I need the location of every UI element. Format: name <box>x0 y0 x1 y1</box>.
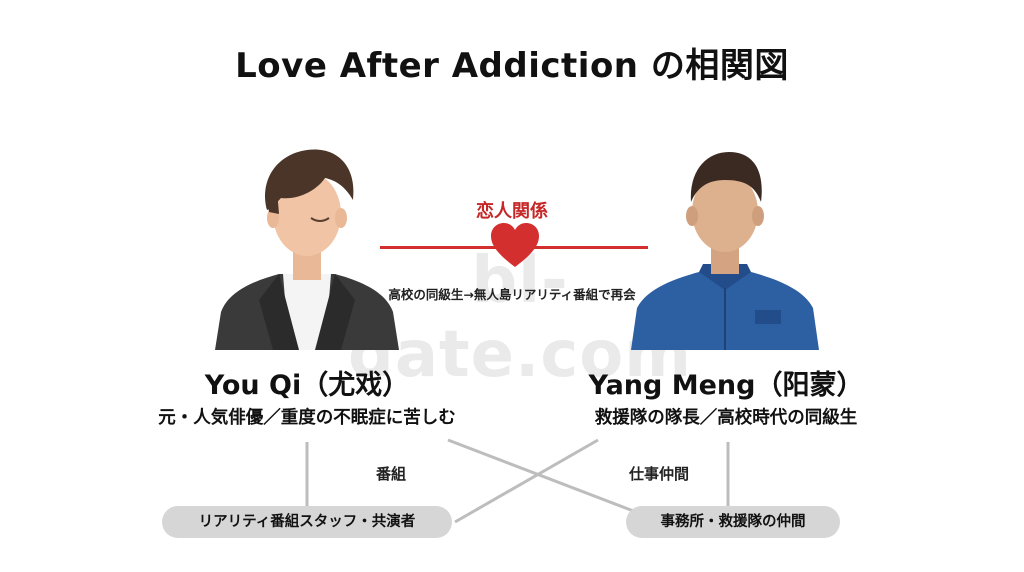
connection-label-coworkers: 仕事仲間 <box>628 465 689 483</box>
line-yangmeng-to-staff <box>454 438 599 524</box>
group-agency-rescue: 事務所・救援隊の仲間 <box>626 506 840 538</box>
connection-label-show: 番組 <box>375 465 406 483</box>
yang-meng-avatar <box>631 152 819 350</box>
relationship-label: 恋人関係 <box>476 201 548 222</box>
relationship-subtitle: 高校の同級生→無人島リアリティ番組で再会 <box>388 287 636 302</box>
you-qi-avatar <box>215 149 399 350</box>
yang-meng-description: 救援隊の隊長／高校時代の同級生 <box>594 408 858 428</box>
page-title: Love After Addiction の相関図 <box>235 46 789 86</box>
line-youqi-to-agency <box>447 438 637 514</box>
group-show-staff: リアリティ番組スタッフ・共演者 <box>162 506 452 538</box>
you-qi-name: You Qi（尤戏） <box>204 370 410 401</box>
heart-icon <box>491 223 539 267</box>
yang-meng-name: Yang Meng（阳蒙） <box>588 370 864 401</box>
you-qi-description: 元・人気俳優／重度の不眠症に苦しむ <box>158 408 456 428</box>
